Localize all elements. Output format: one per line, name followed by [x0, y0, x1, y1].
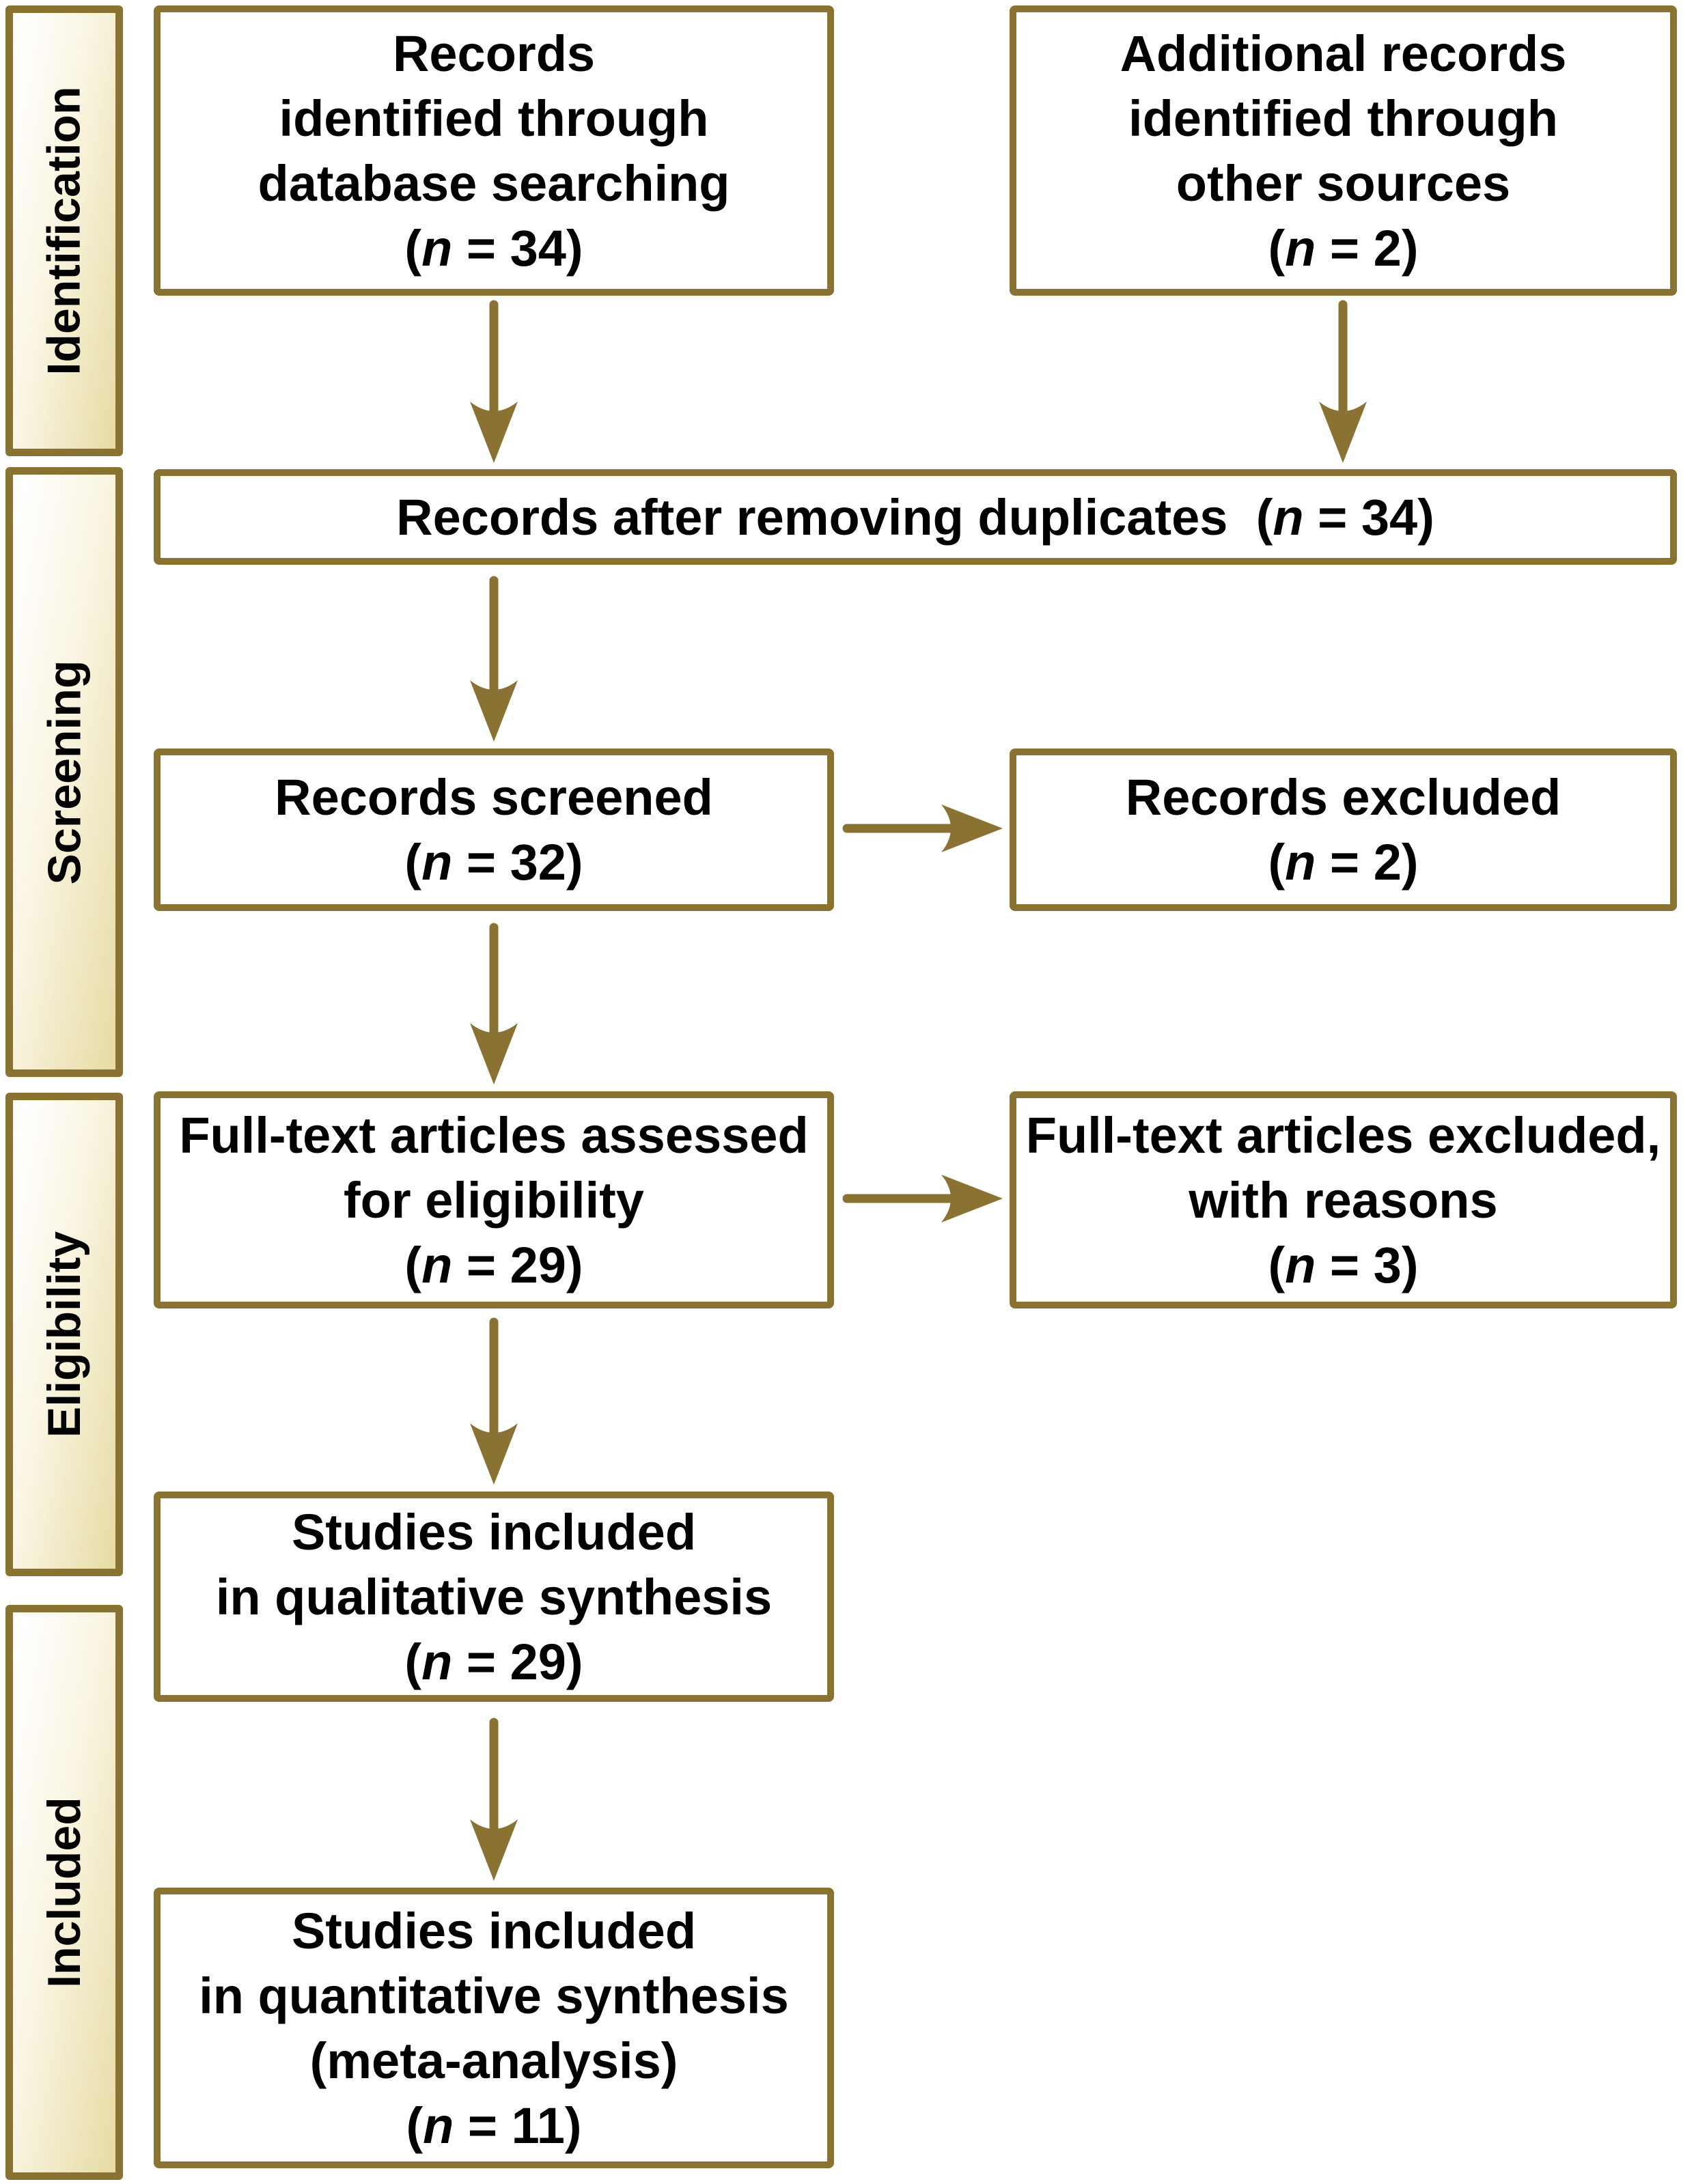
count-line: (n = 2) — [1268, 834, 1419, 891]
box-records-excluded: Records excluded (n = 2) — [1010, 748, 1677, 911]
count-line: (n = 29) — [404, 1236, 583, 1293]
arrow-fulltext-to-qualitative — [470, 1317, 518, 1485]
count-line: (n = 32) — [404, 834, 583, 891]
count-line: (n = 2) — [1268, 219, 1419, 277]
arrow-qualitative-to-quantitative — [470, 1718, 518, 1881]
box-fulltext-excluded: Full-text articles excluded,with reasons… — [1010, 1091, 1677, 1308]
arrow-records-to-duplicates — [470, 300, 518, 463]
stage-label: Screening — [38, 660, 90, 884]
stage-screening: Screening — [5, 467, 123, 1077]
count-line: (n = 34) — [404, 219, 583, 277]
arrow-screened-to-fulltext — [470, 923, 518, 1084]
arrow-duplicates-to-screened — [470, 576, 518, 742]
box-text: Records screened (n = 32) — [275, 765, 713, 895]
box-text: Records after removing duplicates (n = 3… — [396, 488, 1434, 546]
box-text: Full-text articles excluded,with reasons… — [1026, 1103, 1661, 1298]
stage-label: Eligibility — [38, 1231, 90, 1438]
stage-eligibility: Eligibility — [5, 1093, 123, 1576]
stage-label: Included — [38, 1797, 91, 1988]
box-records-screened: Records screened (n = 32) — [154, 748, 834, 911]
count-line: (n = 29) — [404, 1633, 583, 1690]
count-line: (n = 3) — [1268, 1236, 1419, 1293]
stage-included: Included — [5, 1605, 123, 2180]
count-line: (n = 11) — [406, 2097, 582, 2154]
arrow-additional-to-duplicates — [1319, 300, 1367, 463]
box-text: Records excluded (n = 2) — [1126, 765, 1561, 895]
count-line: (n = 34) — [1255, 488, 1434, 546]
arrow-screened-to-excluded — [842, 804, 1003, 852]
box-after-duplicates: Records after removing duplicates (n = 3… — [154, 469, 1677, 565]
stage-identification: Identification — [5, 5, 123, 456]
stage-label: Identification — [38, 86, 91, 376]
arrow-fulltext-to-excluded — [842, 1175, 1003, 1222]
